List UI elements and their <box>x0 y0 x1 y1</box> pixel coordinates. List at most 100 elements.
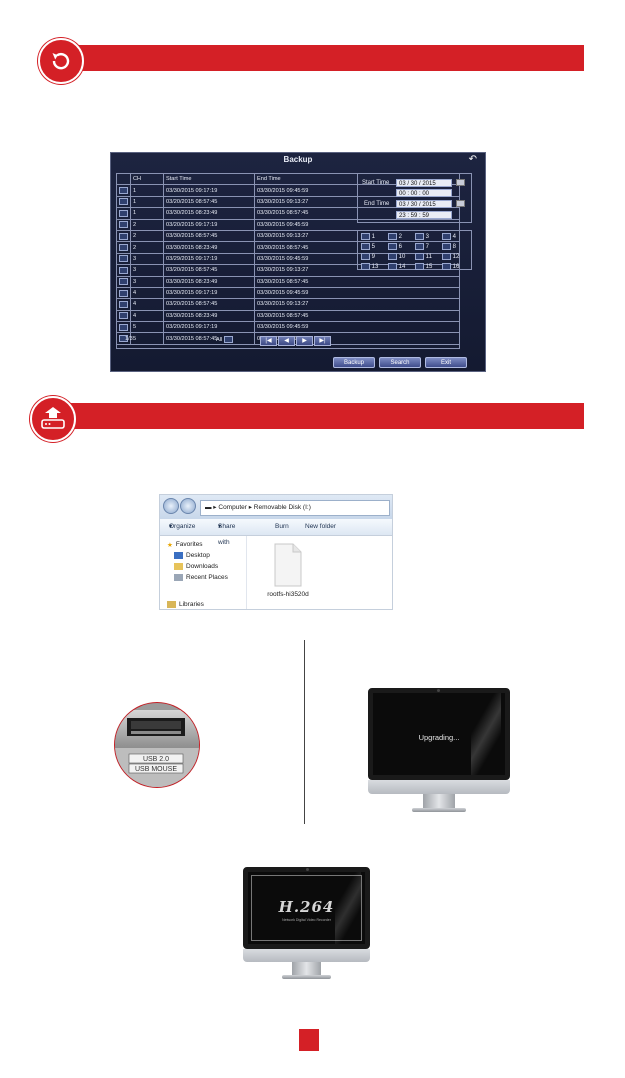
channel-checkbox[interactable] <box>388 243 397 250</box>
row-checkbox[interactable] <box>119 323 128 331</box>
channel-checkbox[interactable] <box>415 253 424 260</box>
start-date-field[interactable]: 03 / 30 / 2015 <box>396 179 452 187</box>
channel-option[interactable]: 14 <box>388 263 415 272</box>
channel-checkbox[interactable] <box>361 253 370 260</box>
start-calendar-icon[interactable] <box>456 179 465 186</box>
back-arrow-icon[interactable]: ↶ <box>468 154 477 165</box>
file-item[interactable]: rootfs-hi3520d <box>258 543 318 598</box>
select-all-checkbox[interactable] <box>223 336 233 343</box>
start-clock-field[interactable]: 00 : 00 : 00 <box>396 189 452 197</box>
channel-option[interactable]: 5 <box>361 243 388 252</box>
channel-checkbox[interactable] <box>415 243 424 250</box>
row-checkbox[interactable] <box>119 232 128 240</box>
channel-checkbox[interactable] <box>442 243 451 250</box>
channel-option[interactable]: 3 <box>415 233 442 242</box>
row-start-time: 03/30/2015 09:17:19 <box>163 287 255 300</box>
back-icon[interactable] <box>163 498 179 514</box>
channel-option[interactable]: 8 <box>442 243 469 252</box>
channel-option[interactable]: 13 <box>361 263 388 272</box>
monitor-stand-neck <box>423 794 455 808</box>
channel-checkbox[interactable] <box>415 263 424 270</box>
section-header-bar-backup <box>66 45 584 71</box>
nav-downloads[interactable]: Downloads <box>174 563 218 570</box>
channel-checkbox[interactable] <box>388 233 397 240</box>
row-checkbox[interactable] <box>119 266 128 274</box>
share-with-menu[interactable]: Share with ▾ <box>218 519 235 546</box>
exit-button[interactable]: Exit <box>425 357 467 368</box>
channel-checkbox[interactable] <box>442 263 451 270</box>
row-checkbox[interactable] <box>119 335 128 343</box>
end-calendar-icon[interactable] <box>456 200 465 207</box>
row-ch: 2 <box>130 241 164 254</box>
usb-port-photo: USB 2.0 USB MOUSE <box>114 702 200 788</box>
channel-option[interactable]: 4 <box>442 233 469 242</box>
row-end-time: 03/30/2015 08:57:45 <box>254 276 459 288</box>
row-checkbox[interactable] <box>119 255 128 263</box>
channel-checkbox[interactable] <box>442 233 451 240</box>
channel-checkbox[interactable] <box>361 233 370 240</box>
nav-recent-places[interactable]: Recent Places <box>174 574 228 581</box>
channel-option[interactable]: 10 <box>388 253 415 262</box>
channel-option[interactable]: 1 <box>361 233 388 242</box>
row-ch: 2 <box>130 219 164 231</box>
channel-option[interactable]: 11 <box>415 253 442 262</box>
row-checkbox[interactable] <box>119 312 128 320</box>
row-checkbox[interactable] <box>119 278 128 286</box>
channel-option[interactable]: 16 <box>442 263 469 272</box>
next-page-button[interactable]: ▶ <box>296 336 313 346</box>
row-end-time: 03/30/2015 09:13:27 <box>254 264 459 277</box>
row-checkbox[interactable] <box>119 187 128 195</box>
end-date-field[interactable]: 03 / 30 / 2015 <box>396 200 452 208</box>
last-page-button[interactable]: ▶| <box>314 336 331 346</box>
new-folder-button[interactable]: New folder <box>305 523 337 530</box>
path-computer[interactable]: Computer <box>218 504 247 511</box>
channel-checkbox[interactable] <box>415 233 424 240</box>
burn-button[interactable]: Burn <box>275 523 289 530</box>
select-all[interactable]: All <box>216 336 233 343</box>
channel-option[interactable]: 2 <box>388 233 415 242</box>
row-checkbox[interactable] <box>119 244 128 252</box>
row-checkbox[interactable] <box>119 198 128 206</box>
forward-icon[interactable] <box>180 498 196 514</box>
channel-option[interactable]: 6 <box>388 243 415 252</box>
address-path[interactable]: ▬ ▸ Computer ▸ Removable Disk (I:) <box>200 500 390 516</box>
organize-menu[interactable]: Organize ▾ <box>169 519 195 535</box>
nav-desktop[interactable]: Desktop <box>174 552 210 559</box>
channel-option[interactable]: 12 <box>442 253 469 262</box>
channel-option[interactable]: 15 <box>415 263 442 272</box>
row-checkbox[interactable] <box>119 300 128 308</box>
channel-checkbox[interactable] <box>388 263 397 270</box>
channel-checkbox[interactable] <box>388 253 397 260</box>
channel-checkbox[interactable] <box>361 243 370 250</box>
page-number-block <box>299 1029 319 1051</box>
row-checkbox[interactable] <box>119 221 128 229</box>
first-page-button[interactable]: |◀ <box>260 336 277 346</box>
channel-checkbox[interactable] <box>361 263 370 270</box>
nav-favorites[interactable]: ★Favorites <box>167 541 203 549</box>
path-removable-disk[interactable]: Removable Disk (I:) <box>253 504 311 511</box>
prev-page-button[interactable]: ◀ <box>278 336 295 346</box>
nav-libraries[interactable]: Libraries <box>167 601 204 608</box>
backup-button[interactable]: Backup <box>333 357 375 368</box>
row-checkbox[interactable] <box>119 289 128 297</box>
row-ch: 1 <box>130 207 164 220</box>
end-clock-field[interactable]: 23 : 59 : 59 <box>396 211 452 219</box>
search-button[interactable]: Search <box>379 357 421 368</box>
channel-checkbox[interactable] <box>442 253 451 260</box>
channel-option[interactable]: 9 <box>361 253 388 262</box>
channel-option[interactable]: 7 <box>415 243 442 252</box>
row-checkbox[interactable] <box>119 209 128 217</box>
